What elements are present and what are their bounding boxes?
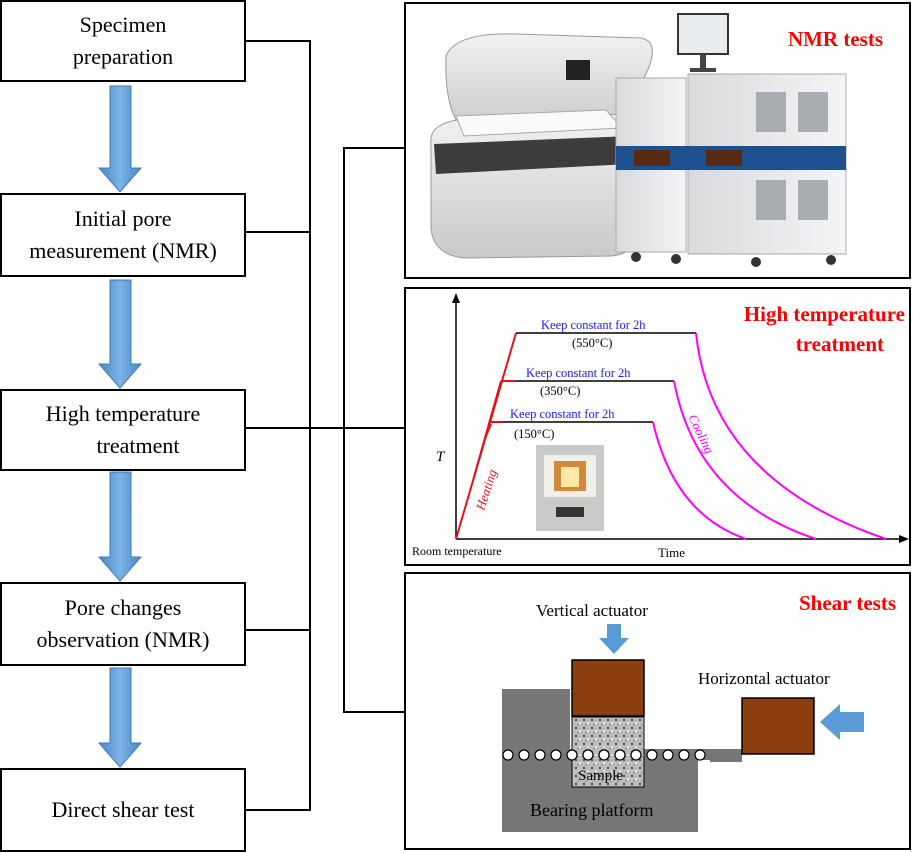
step-4-line1: Pore changes (64, 595, 182, 621)
shear-panel: Shear tests Vertical actuator Horizontal… (404, 572, 911, 850)
step-3-line1: High temperature (45, 401, 201, 427)
nmr-panel: NMR tests (404, 2, 911, 279)
furnace-photo (536, 445, 604, 531)
step-1-line1: Specimen (79, 12, 167, 38)
flow-arrow-3 (97, 471, 143, 582)
rollers (502, 749, 706, 761)
horizontal-actuator-label: Horizontal actuator (698, 669, 830, 688)
heating-schedule-plot: T Time Room temperature Keep constant f (412, 293, 909, 560)
shear-box-frame (502, 689, 742, 760)
heating-plateau-links (491, 380, 516, 423)
flow-arrow-4 (97, 667, 143, 768)
origin-label: Room temperature (412, 544, 502, 558)
step-pore-changes-observation: Pore changes observation (NMR) (0, 582, 246, 666)
plateau-350-temp: (350°C) (540, 384, 580, 398)
step-direct-shear-test: Direct shear test (0, 768, 246, 852)
heat-panel-title-line1: High temperature (744, 302, 905, 326)
step-2-line1: Initial pore (74, 206, 172, 232)
plateau-lines (491, 332, 696, 423)
step-4-line2: observation (NMR) (36, 627, 210, 652)
step-3-line2: treatment (96, 433, 180, 458)
heating-ramps (455, 332, 517, 540)
sample-label: Sample (578, 768, 623, 784)
heating-label: Heating (472, 467, 500, 513)
vertical-actuator-block (571, 659, 645, 717)
heat-panel-title-line2: treatment (796, 332, 884, 356)
bracket-lines (244, 40, 404, 811)
nmr-machine-illustration: NMR tests (430, 13, 883, 267)
shear-apparatus-diagram: Shear tests Vertical actuator Horizontal… (502, 591, 896, 832)
x-axis-arrowhead (899, 535, 909, 543)
platform-step (710, 750, 742, 762)
nmr-panel-title: NMR tests (788, 27, 883, 51)
plateau-350-label: Keep constant for 2h (526, 366, 631, 380)
x-axis-label: Time (658, 545, 685, 560)
step-2-line2: measurement (NMR) (29, 238, 217, 263)
step-5-line1: Direct shear test (51, 797, 195, 823)
horizontal-force-arrow (820, 704, 864, 740)
vertical-actuator-label: Vertical actuator (536, 601, 648, 620)
vertical-force-arrow (599, 624, 629, 654)
step-high-temperature-treatment: High temperature treatment (0, 389, 246, 471)
y-axis-label: T (436, 449, 446, 465)
flow-arrow-1 (97, 85, 143, 193)
step-specimen-preparation: Specimen preparation (0, 0, 246, 82)
plateau-550-temp: (550°C) (572, 336, 612, 350)
bearing-platform (502, 750, 698, 832)
plateau-150-temp: (150°C) (514, 427, 554, 441)
cooling-curves (652, 332, 887, 540)
horizontal-actuator-block (741, 697, 815, 755)
heat-panel: T Time Room temperature Keep constant f (404, 287, 911, 566)
flow-arrow-2 (97, 279, 143, 389)
step-1-line2: preparation (72, 44, 174, 69)
plateau-150-label: Keep constant for 2h (510, 407, 615, 421)
y-axis-arrowhead (452, 293, 460, 303)
step-initial-pore-measurement: Initial pore measurement (NMR) (0, 193, 246, 277)
shear-panel-title: Shear tests (799, 591, 896, 615)
bearing-platform-label: Bearing platform (530, 800, 653, 820)
plateau-550-label: Keep constant for 2h (541, 318, 646, 332)
